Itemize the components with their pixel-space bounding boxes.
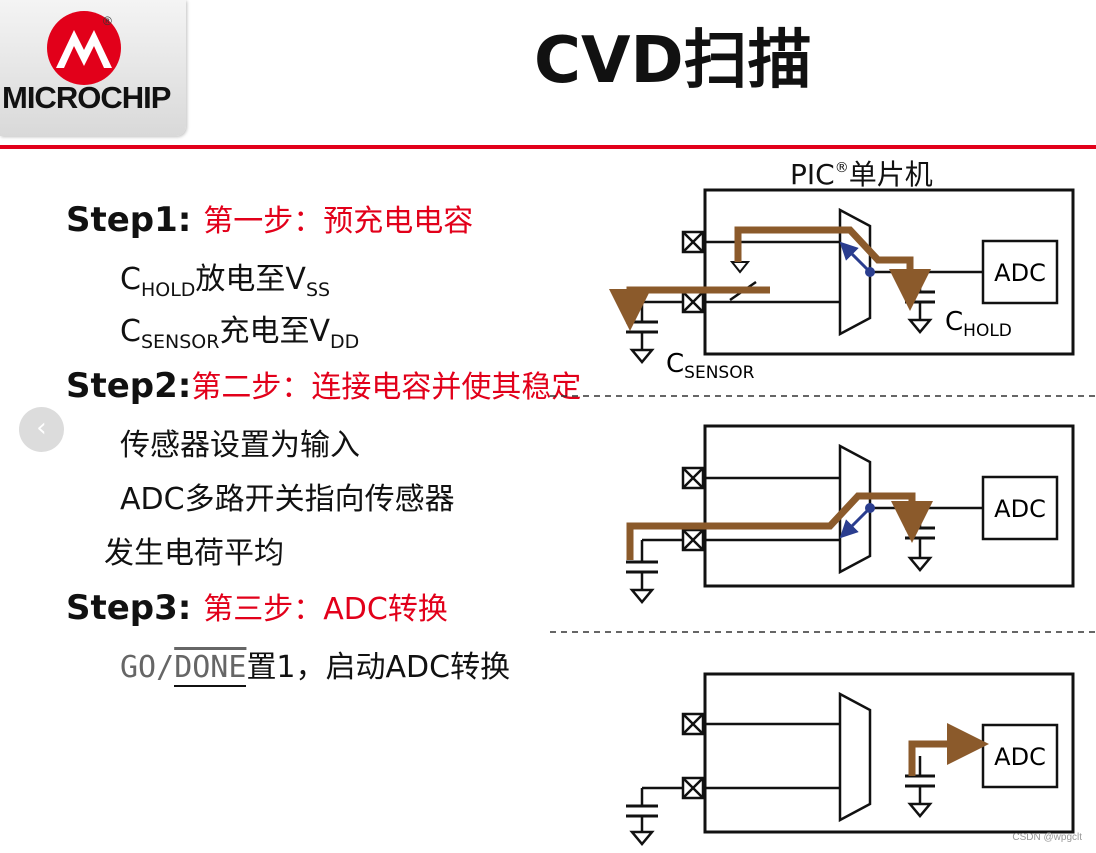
adc-label: ADC bbox=[994, 495, 1046, 523]
prev-slide-button[interactable]: ‹ bbox=[19, 407, 64, 452]
csensor-label: CSENSOR bbox=[666, 349, 755, 383]
set-one-text: 置1 bbox=[246, 650, 296, 685]
microchip-logo: ® MICROCHIP bbox=[0, 0, 186, 136]
charge-text: 充电至V bbox=[219, 314, 330, 349]
vss-subscript: SS bbox=[305, 279, 331, 301]
diagram-step2: ADC bbox=[626, 424, 1075, 604]
charge-path bbox=[609, 286, 770, 331]
step1-heading: Step1: 第一步：预充电电容 bbox=[66, 196, 473, 240]
pin-icon bbox=[681, 230, 705, 254]
charge-path bbox=[626, 492, 933, 560]
adc-mux bbox=[838, 691, 872, 823]
pin-icon bbox=[681, 290, 705, 314]
csensor-subscript: SENSOR bbox=[140, 331, 220, 353]
microchip-logo-icon bbox=[47, 11, 121, 85]
chold-label: CHOLD bbox=[945, 307, 1012, 341]
charge-path bbox=[908, 723, 989, 776]
done-bit-text: DONE bbox=[174, 650, 247, 687]
vdd-subscript: DD bbox=[329, 331, 360, 353]
ground-icon bbox=[907, 556, 933, 572]
step3-title: 第三步：ADC转换 bbox=[203, 592, 448, 627]
step2-line3: 发生电荷平均 bbox=[104, 536, 284, 571]
mcu-label: PIC®单片机 bbox=[790, 158, 933, 191]
step2-line2: ADC多路开关指向传感器 bbox=[120, 482, 455, 517]
step1-line1: CHOLD放电至VSS bbox=[120, 254, 330, 301]
logo-text: MICROCHIP bbox=[2, 80, 171, 115]
title-divider bbox=[0, 145, 1096, 149]
step2-line1: 传感器设置为输入 bbox=[120, 428, 360, 463]
csensor-symbol: C bbox=[120, 314, 141, 349]
page-title: CVD扫描 bbox=[534, 24, 812, 98]
mux-selector bbox=[839, 241, 872, 274]
diagram-step1: ADC CHOLD CSENSOR bbox=[609, 188, 1075, 383]
ground-icon bbox=[629, 830, 655, 846]
start-adc-text: ，启动ADC转换 bbox=[295, 650, 511, 685]
ground-icon bbox=[629, 348, 655, 364]
watermark: CSDN @wpgclt bbox=[1012, 832, 1082, 843]
ground-icon bbox=[907, 318, 933, 334]
mcu-box bbox=[703, 424, 1075, 588]
step1-line2: CSENSOR充电至VDD bbox=[120, 306, 359, 353]
mcu-box bbox=[703, 672, 1075, 834]
step2-title: 第二步：连接电容并使其稳定 bbox=[191, 370, 582, 405]
charge-path bbox=[734, 226, 931, 311]
go-bit-text: GO/ bbox=[120, 650, 175, 685]
adc-label: ADC bbox=[994, 259, 1046, 287]
mux-selector bbox=[839, 506, 872, 539]
step3-line1: GO/DONE置1，启动ADC转换 bbox=[120, 642, 511, 687]
discharge-text: 放电至V bbox=[195, 262, 306, 297]
adc-label: ADC bbox=[994, 743, 1046, 771]
pin-icon bbox=[681, 466, 705, 490]
chold-subscript: HOLD bbox=[140, 279, 196, 301]
pin-icon bbox=[681, 528, 705, 552]
mcu-box bbox=[703, 188, 1075, 356]
adc-block bbox=[981, 475, 1059, 541]
pin-icon bbox=[681, 776, 705, 800]
logo-registered-mark: ® bbox=[103, 14, 112, 28]
step1-title: 第一步：预充电电容 bbox=[203, 204, 474, 239]
adc-block bbox=[981, 239, 1059, 305]
ground-icon bbox=[629, 588, 655, 604]
ground-icon bbox=[907, 802, 933, 818]
step3-label: Step3: bbox=[66, 588, 192, 628]
chevron-left-icon: ‹ bbox=[36, 413, 47, 443]
step2-heading: Step2:第二步：连接电容并使其稳定 bbox=[66, 362, 581, 406]
step3-heading: Step3: 第三步：ADC转换 bbox=[66, 584, 448, 628]
step1-label: Step1: bbox=[66, 200, 192, 240]
pin-icon bbox=[681, 712, 705, 736]
step2-label: Step2: bbox=[66, 366, 192, 406]
chold-symbol: C bbox=[120, 262, 141, 297]
diagram-step3: ADC bbox=[626, 672, 1075, 846]
